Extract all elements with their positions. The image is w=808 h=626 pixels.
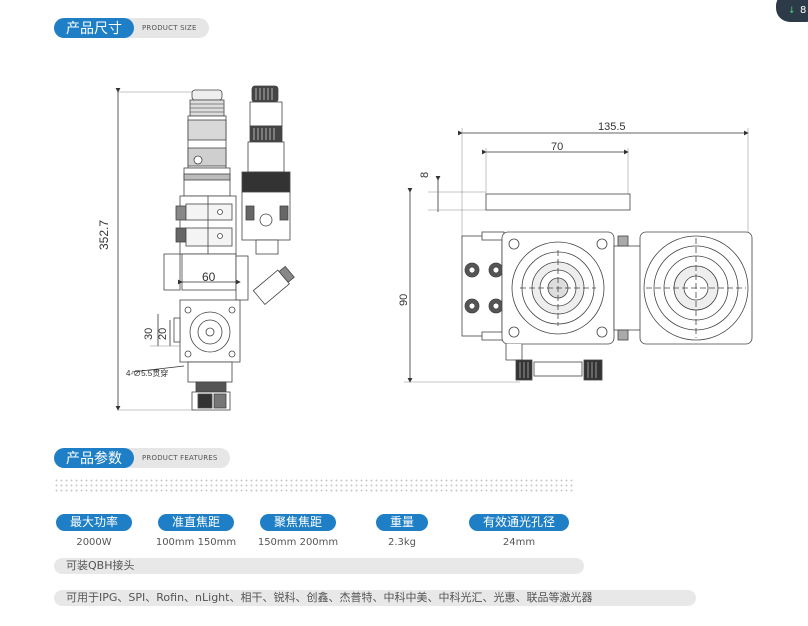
spec-label: 最大功率 (55, 514, 132, 531)
dim-20: 20 (157, 328, 169, 340)
spec-value: 2000W (76, 537, 112, 548)
side-view-drawing (115, 85, 295, 411)
dotted-divider (54, 478, 574, 494)
dim-30: 30 (143, 328, 155, 340)
spec-value: 24mm (502, 537, 536, 548)
dim-70: 70 (551, 141, 563, 153)
dim-8: 8 (419, 172, 431, 178)
spec-label: 聚焦焦距 (259, 514, 336, 531)
spec-value: 100mm 150mm (155, 537, 237, 548)
spec-max-power: 最大功率 2000W (54, 511, 134, 548)
dim-hole-note: 4-∅5.5贯穿 (126, 368, 168, 378)
spec-collimation-focal: 准直焦距 100mm 150mm (152, 511, 240, 548)
note-qbh: 可装QBH接头 (54, 558, 584, 574)
dim-60: 60 (202, 270, 216, 284)
spec-weight: 重量 2.3kg (362, 511, 442, 548)
section-subtitle: PRODUCT SIZE (122, 18, 209, 38)
badge-count: 8 (800, 5, 807, 16)
spec-label: 有效通光孔径 (468, 514, 569, 531)
down-arrow-icon: ↓ (788, 6, 796, 16)
section-title: 产品参数 (54, 448, 134, 468)
section-header-size: 产品尺寸 PRODUCT SIZE (54, 18, 209, 38)
top-view-drawing (404, 128, 753, 383)
note-compatible-lasers: 可用于IPG、SPI、Rofin、nLight、相干、锐科、创鑫、杰普特、中科中… (54, 590, 696, 606)
section-subtitle: PRODUCT FEATURES (122, 448, 230, 468)
spec-value: 150mm 200mm (257, 537, 339, 548)
notification-badge[interactable]: ↓ 8 (776, 0, 808, 22)
spec-label: 重量 (375, 514, 428, 531)
spec-aperture: 有效通光孔径 24mm (464, 511, 574, 548)
dim-352: 352.7 (97, 220, 111, 250)
spec-value: 2.3kg (387, 537, 417, 548)
spec-focusing-focal: 聚焦焦距 150mm 200mm (254, 511, 342, 548)
dim-135: 135.5 (598, 121, 626, 133)
dimension-drawing: 352.7 60 30 20 4-∅5.5贯穿 (97, 85, 753, 411)
dim-90: 90 (398, 294, 410, 306)
section-title: 产品尺寸 (54, 18, 134, 38)
spec-label: 准直焦距 (157, 514, 234, 531)
section-header-features: 产品参数 PRODUCT FEATURES (54, 448, 230, 468)
